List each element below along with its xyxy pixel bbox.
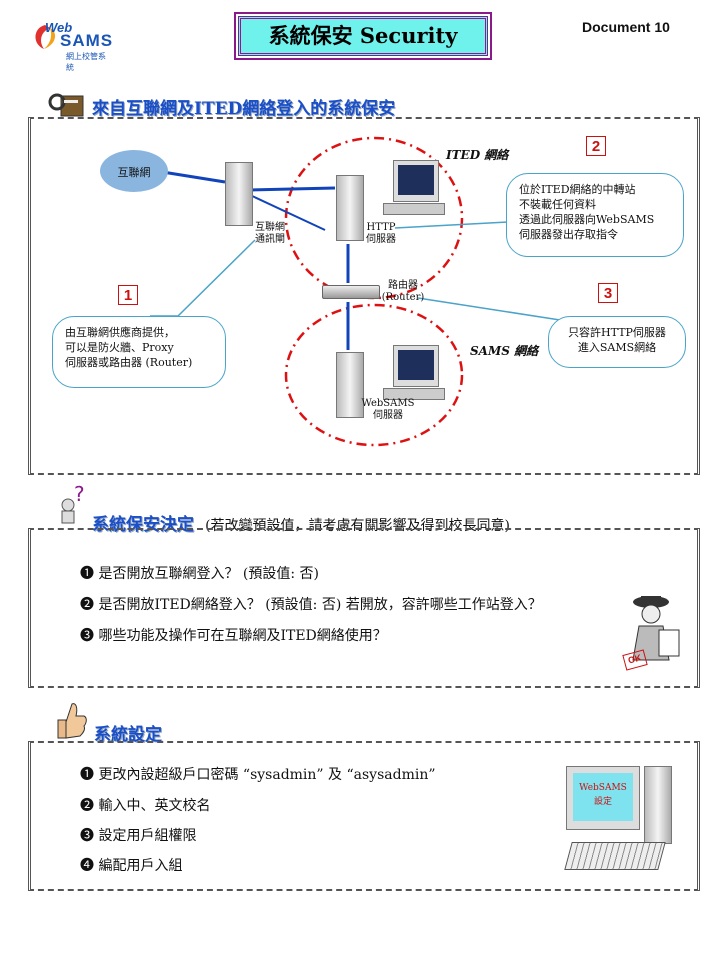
document-number: Document 10 — [582, 19, 670, 35]
decision-item-3: ❸ 哪些功能及操作可在互聯網及ITED網絡使用？ — [80, 628, 387, 644]
gateway-server-icon — [225, 162, 253, 226]
gateway-label: 互聯網通訊閘 — [255, 222, 285, 245]
key-icon — [48, 88, 86, 120]
logo-subtitle: 網上校管系統 — [66, 52, 106, 72]
svg-text:?: ? — [74, 485, 85, 506]
websams-monitor-icon — [393, 345, 439, 387]
ited-network-label: ITED 網絡 — [446, 148, 509, 162]
internet-cloud-icon — [100, 150, 168, 192]
section3-frame — [28, 741, 700, 891]
badge-2: 2 — [586, 136, 606, 156]
http-keyboard-icon — [383, 203, 445, 215]
logo-sams-text: SAMS — [60, 31, 114, 50]
http-monitor-icon — [393, 160, 439, 202]
inspector-clipart-icon — [615, 590, 687, 662]
section3-title: 系統設定 — [94, 725, 162, 745]
websams-keyboard-icon — [383, 388, 445, 400]
badge-3: 3 — [598, 283, 618, 303]
logo-swirl-icon — [35, 25, 56, 49]
decision-item-1: ❶ 是否開放互聯網登入？ (預設值: 否) — [80, 566, 319, 582]
setup-item-1: ❶ 更改內設超級戶口密碼 “sysadmin” 及 “asysadmin” — [80, 767, 436, 783]
websams-logo: Web SAMS 網上校管系統 — [30, 18, 114, 72]
badge-1: 1 — [118, 285, 138, 305]
callout-3: 只容許HTTP伺服器 進入SAMS網絡 — [548, 316, 686, 368]
section2-subtitle: (若改變預設值，請考慮有關影響及得到校長同意) — [205, 518, 511, 534]
section1-title: 來自互聯網及ITED網絡登入的系統保安 — [92, 99, 396, 119]
decision-item-2: ❷ 是否開放ITED網絡登入？ (預設值: 否) 若開放，容許哪些工作站登入？ — [80, 597, 542, 613]
section2-title: 系統保安決定 — [92, 515, 194, 535]
setup-item-3: ❸ 設定用戶組權限 — [80, 828, 197, 844]
thumbs-up-icon — [52, 700, 88, 740]
callout-1: 由互聯網供應商提供， 可以是防火牆、Proxy 伺服器或路由器 (Router) — [52, 316, 226, 388]
logo-web-text: Web — [45, 20, 73, 35]
websams-server-icon — [336, 352, 364, 418]
setup-item-4: ❹ 編配用戶入組 — [80, 858, 183, 874]
http-server-icon — [336, 175, 364, 241]
setup-tower-icon — [644, 766, 672, 844]
callout-2: 位於ITED網絡的中轉站 不裝載任何資料 透過此伺服器向WebSAMS 伺服器發… — [506, 173, 684, 257]
internet-label: 互聯網 — [117, 166, 151, 179]
setup-monitor-icon: WebSAMS 設定 — [566, 766, 640, 830]
section2-frame — [28, 528, 700, 688]
setup-item-2: ❷ 輸入中、英文校名 — [80, 798, 211, 814]
section1-frame — [28, 117, 700, 475]
setup-keyboard-icon — [564, 842, 666, 870]
sams-network-label: SAMS 網絡 — [470, 344, 539, 358]
question-person-icon: ? — [58, 482, 92, 525]
page-title: 系統保安 Security — [234, 12, 492, 60]
router-icon — [322, 285, 380, 299]
section2-heading: 系統保安決定 (若改變預設值，請考慮有關影響及得到校長同意) — [92, 510, 510, 535]
router-label: 路由器(Router) — [381, 280, 425, 303]
